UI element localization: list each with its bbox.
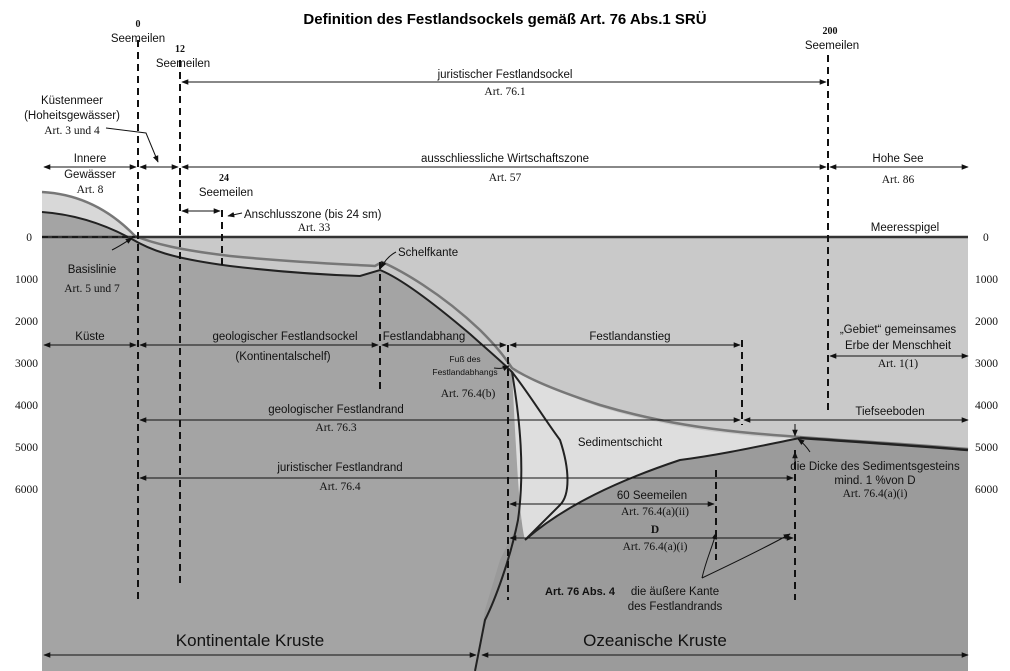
- shelf-edge-pointer: [380, 251, 397, 269]
- outer-edge-line1: die äußere Kante: [631, 586, 719, 598]
- eez-label: ausschliessliche Wirtschaftszone: [421, 153, 589, 165]
- sixty-nm-art: Art. 76.4(a)(ii): [621, 506, 689, 518]
- depth-tick-left: 6000: [15, 484, 38, 496]
- depth-tick-left: 1000: [15, 274, 38, 286]
- depth-tick-right: 3000: [975, 358, 998, 370]
- diagram-title: Definition des Festlandsockels gemäß Art…: [303, 11, 706, 28]
- territorial-sea-art: Art. 3 und 4: [44, 125, 100, 137]
- baseline-label: Basislinie: [68, 264, 117, 276]
- internal-waters-line2: Gewässer: [64, 169, 116, 181]
- foot-pointer: [493, 365, 510, 371]
- continental-crust-label: Kontinentale Kruste: [176, 631, 324, 650]
- territorial-sea-pointer: [105, 127, 159, 163]
- juristic-shelf-art: Art. 76.1: [484, 86, 525, 98]
- depth-tick-left: 3000: [15, 358, 38, 370]
- marker-24-num: 24: [219, 173, 229, 184]
- rise-label: Festlandanstieg: [589, 331, 670, 343]
- geo-shelf-line1: geologischer Festlandsockel: [212, 331, 357, 343]
- contiguous-art: Art. 33: [298, 222, 331, 234]
- depth-axis-right: 0 1000 2000 3000 4000 5000 6000: [975, 232, 998, 496]
- outer-edge-bold: Art. 76 Abs. 4: [545, 586, 616, 598]
- high-seas-label: Hohe See: [872, 153, 923, 165]
- sixty-nm-label: 60 Seemeilen: [617, 490, 687, 502]
- coast-label: Küste: [75, 331, 104, 343]
- area-line2: Erbe der Menschheit: [845, 340, 952, 352]
- depth-tick-right: 5000: [975, 442, 998, 454]
- baseline-pointer: [111, 237, 133, 251]
- area-art: Art. 1(1): [878, 358, 918, 370]
- seafloor-surface-line: [41, 190, 969, 451]
- continental-shelf-body: [42, 212, 560, 671]
- thickness-line2: mind. 1 %von D: [834, 475, 915, 487]
- depth-tick-left: 5000: [15, 442, 38, 454]
- thickness-pointer: [797, 438, 811, 453]
- depth-tick-left: 4000: [15, 400, 38, 412]
- juristic-margin-art: Art. 76.4: [319, 481, 360, 493]
- contiguous-pointer: [227, 211, 243, 218]
- sediment-label: Sedimentschicht: [578, 437, 663, 449]
- outer-edge-line2: des Festlandrands: [628, 601, 723, 613]
- depth-tick-right: 0: [983, 232, 989, 244]
- oceanic-crust-body: [475, 438, 968, 671]
- marker-0-num: 0: [136, 19, 141, 30]
- depth-tick-left: 2000: [15, 316, 38, 328]
- contiguous-label: Anschlusszone (bis 24 sm): [244, 209, 382, 221]
- depth-tick-right: 2000: [975, 316, 998, 328]
- depth-tick-left: 0: [26, 232, 32, 244]
- foot-art: Art. 76.4(b): [441, 388, 496, 400]
- oceanic-crust-label: Ozeanische Kruste: [583, 631, 727, 650]
- depth-tick-right: 4000: [975, 400, 998, 412]
- deep-floor-line: [799, 436, 969, 452]
- foot-line1: Fuß des: [449, 354, 480, 364]
- internal-waters-line1: Innere: [74, 153, 107, 165]
- marker-24-unit: Seemeilen: [199, 187, 253, 199]
- juristic-margin-label: juristischer Festlandrand: [276, 462, 402, 474]
- depth-tick-right: 1000: [975, 274, 998, 286]
- depth-tick-right: 6000: [975, 484, 998, 496]
- area-line1: „Gebiet“ gemeinsames: [840, 324, 957, 336]
- sea-level-label: Meeresspigel: [871, 222, 939, 234]
- distance-d-art: Art. 76.4(a)(i): [623, 541, 688, 553]
- marker-200-unit: Seemeilen: [805, 40, 859, 52]
- distance-d-label: D: [651, 524, 659, 536]
- marker-12-unit: Seemeilen: [156, 58, 210, 70]
- geo-margin-label: geologischer Festlandrand: [268, 404, 404, 416]
- territorial-sea-line1: Küstenmeer: [41, 95, 103, 107]
- depth-axis-left: 0 1000 2000 3000 4000 5000 6000: [15, 232, 38, 496]
- bedrock-line: [41, 211, 801, 541]
- outer-edge-pointer-left: [701, 532, 718, 579]
- high-seas-art: Art. 86: [882, 174, 915, 186]
- juristic-shelf-label: juristischer Festlandsockel: [437, 69, 573, 81]
- internal-waters-art: Art. 8: [77, 184, 104, 196]
- sediment-layer: [512, 372, 800, 540]
- marker-0-unit: Seemeilen: [111, 33, 165, 45]
- deep-floor-label: Tiefseeboden: [855, 406, 924, 418]
- geo-margin-art: Art. 76.3: [315, 422, 356, 434]
- marker-200-num: 200: [823, 26, 838, 37]
- slope-label: Festlandabhang: [383, 331, 465, 343]
- thickness-art: Art. 76.4(a)(i): [843, 488, 908, 500]
- shelf-edge-label: Schelfkante: [398, 247, 458, 259]
- eez-art: Art. 57: [489, 172, 522, 184]
- outer-edge-pointer-right: [701, 533, 791, 579]
- foot-line2: Festlandabhangs: [432, 367, 497, 377]
- territorial-sea-line2: (Hoheitsgewässer): [24, 110, 120, 122]
- thickness-line1: die Dicke des Sedimentsgesteins: [790, 461, 960, 473]
- geo-shelf-line2: (Kontinentalschelf): [235, 351, 330, 363]
- baseline-art: Art. 5 und 7: [64, 283, 120, 295]
- crust-boundary-line: [474, 371, 523, 671]
- marker-12-num: 12: [175, 44, 185, 55]
